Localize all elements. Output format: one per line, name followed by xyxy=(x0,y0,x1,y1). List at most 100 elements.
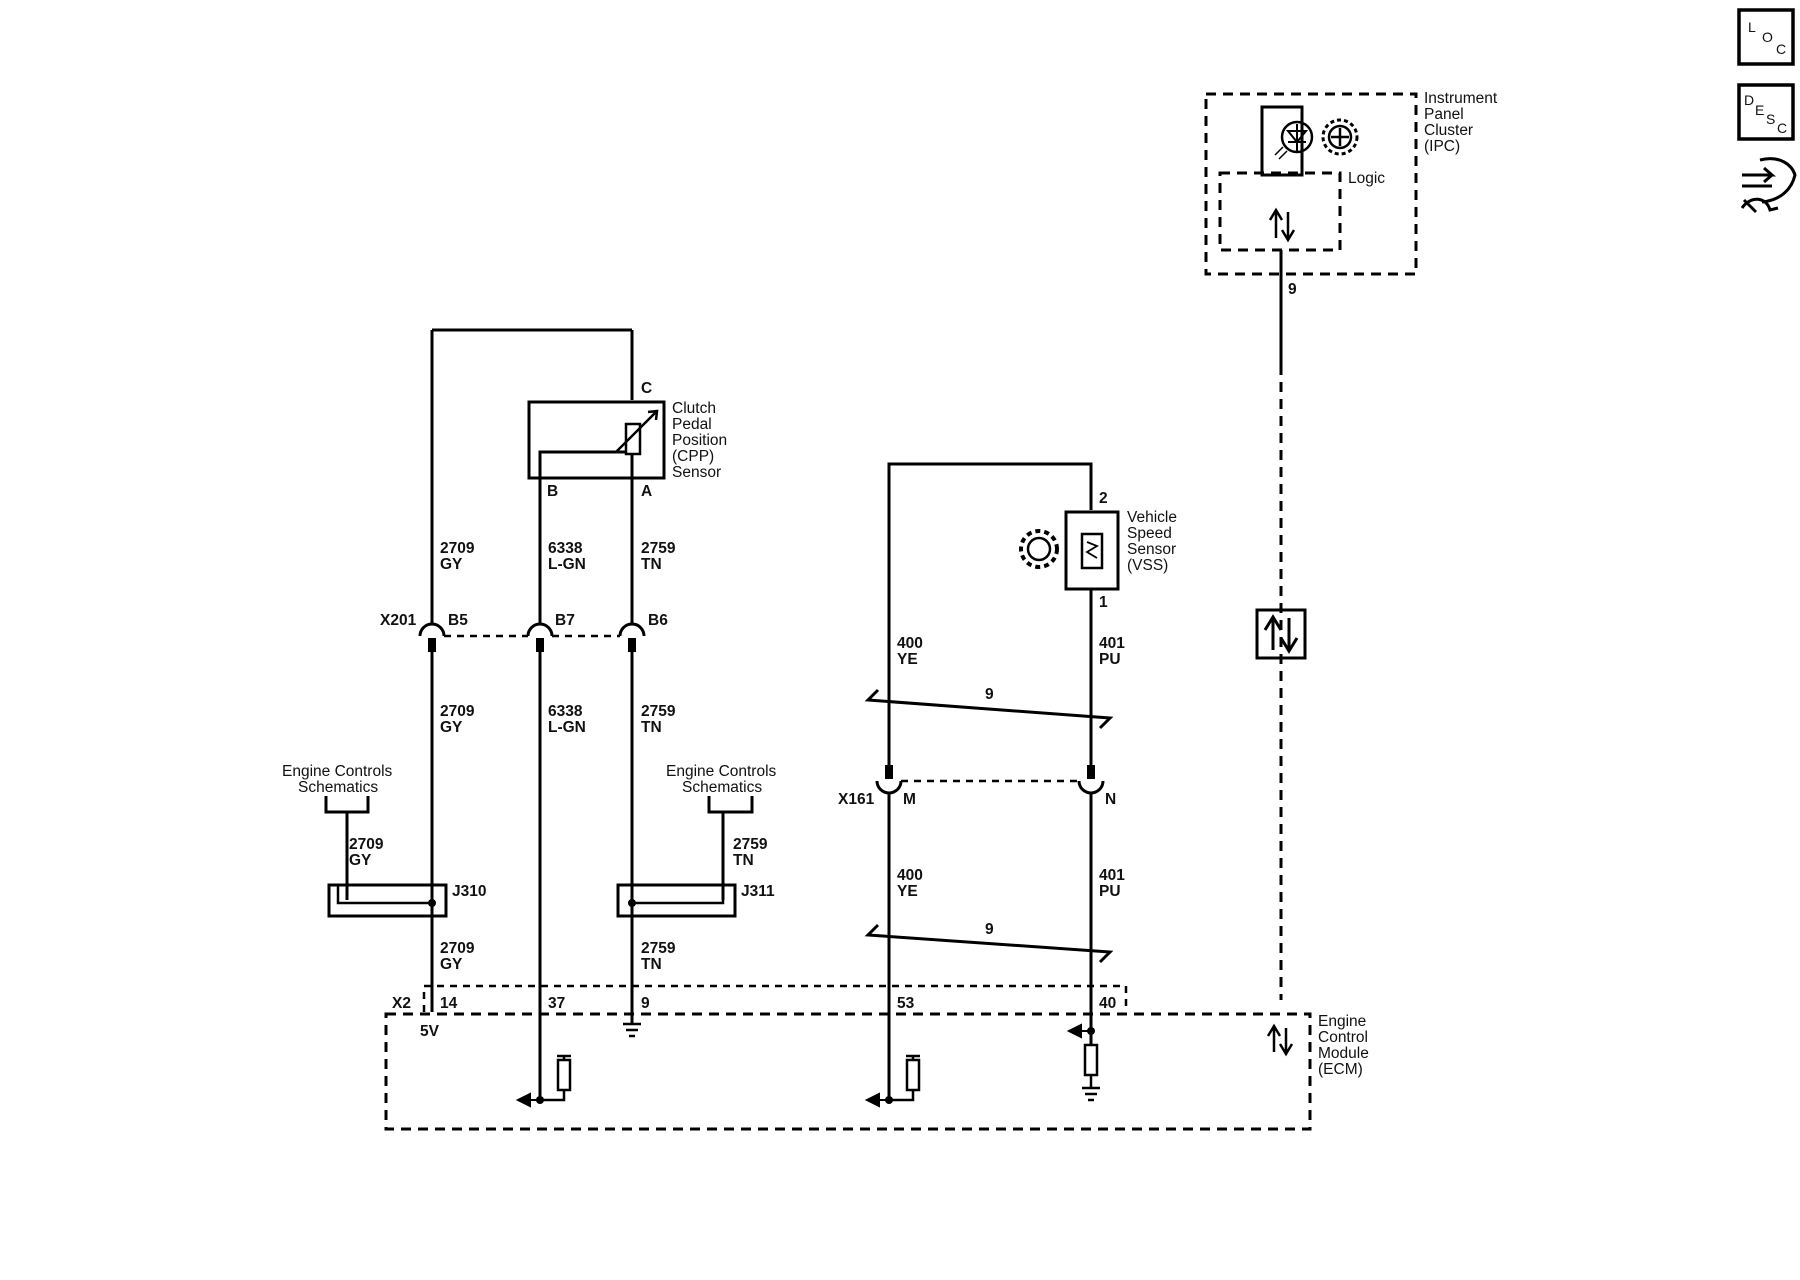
cpp-name-line-1: Clutch xyxy=(672,400,716,417)
wire-2709-circuit-3: 2709 xyxy=(440,940,475,957)
ipc-name-line-3: Cluster xyxy=(1424,122,1473,139)
ecs-left-wire-color: GY xyxy=(349,852,372,869)
vss-name-line-2: Speed xyxy=(1127,525,1172,542)
loc-letter-l: L xyxy=(1748,19,1756,35)
wire-2759-color-3: TN xyxy=(641,956,662,973)
splice-j311: J311 xyxy=(616,883,775,918)
vss-name-line-1: Vehicle xyxy=(1127,509,1177,526)
cpp-name-line-5: Sensor xyxy=(672,464,721,481)
wire-401-color: PU xyxy=(1099,651,1121,668)
ecm-name-line-4: (ECM) xyxy=(1318,1061,1363,1078)
x161-label: X161 xyxy=(838,791,875,808)
cpp-sensor: C B A Clutch Pedal Position (CPP) Sensor xyxy=(430,328,727,625)
connector-x161: X161 M N xyxy=(838,779,1116,808)
pull-up-resistor-53 xyxy=(864,1054,921,1108)
x201-label: X201 xyxy=(380,612,417,629)
j311-label: J311 xyxy=(741,883,775,900)
vss-name-line-3: Sensor xyxy=(1127,541,1176,558)
twisted-pair-marker-2: 9 xyxy=(864,921,1114,964)
connector-end-view-icon[interactable] xyxy=(1740,157,1797,214)
wire-6338-color: L-GN xyxy=(548,556,586,573)
light-emission-icon xyxy=(1274,146,1288,160)
x201-pin-b5: B5 xyxy=(448,612,468,629)
vss-pin-1: 1 xyxy=(1099,594,1108,611)
ecs-right-wire-color: TN xyxy=(733,852,754,869)
wire-400-circuit: 400 xyxy=(897,635,923,652)
x161-pin-n: N xyxy=(1105,791,1116,808)
desc-letter-d: D xyxy=(1744,92,1754,108)
cpp-name-line-4: (CPP) xyxy=(672,448,714,465)
ground-icon xyxy=(623,1022,641,1038)
wire-400-color: YE xyxy=(897,651,918,668)
engine-controls-ref-left[interactable]: Engine Controls Schematics 2709 GY xyxy=(282,763,393,900)
wire-401-circuit: 401 xyxy=(1099,635,1125,652)
cpp-name-line-2: Pedal xyxy=(672,416,712,433)
wire-6338-color-2: L-GN xyxy=(548,719,586,736)
data-bidirectional-icon xyxy=(1266,1023,1294,1057)
ecm-pin-37: 37 xyxy=(548,995,565,1012)
desc-letter-s: S xyxy=(1766,111,1775,127)
ipc-module: Logic Instrument Panel Cluster (IPC) 9 xyxy=(1204,90,1498,298)
ecm-5v-label: 5V xyxy=(420,1023,440,1040)
wire-6338-circuit-2: 6338 xyxy=(548,703,583,720)
ecm-module: 5V Engine Control Module (ECM) xyxy=(384,1012,1369,1131)
wire-2709-circuit: 2709 xyxy=(440,540,475,557)
ecm-pin-14: 14 xyxy=(440,995,458,1012)
low-reference-40 xyxy=(1066,1023,1100,1102)
ecs-left-wire-circuit: 2709 xyxy=(349,836,384,853)
ecs-left-line-1: Engine Controls xyxy=(282,763,393,780)
ipc-name-line-4: (IPC) xyxy=(1424,138,1460,155)
ipc-pin-label: 9 xyxy=(1288,281,1297,298)
desc-button[interactable]: D E S C xyxy=(1737,83,1795,141)
wire-401-circuit-2: 401 xyxy=(1099,867,1125,884)
connector-x2: X2 14 37 9 53 40 xyxy=(392,984,1128,1012)
data-bidirectional-icon xyxy=(1268,207,1296,243)
cpp-pin-a: A xyxy=(641,483,652,500)
cpp-name-line-3: Position xyxy=(672,432,727,449)
ecm-name-line-3: Module xyxy=(1318,1045,1369,1062)
serial-data-line xyxy=(1255,250,1307,1000)
wire-400-color-2: YE xyxy=(897,883,918,900)
twisted-pair-label-2: 9 xyxy=(985,921,994,938)
x2-label: X2 xyxy=(392,995,411,1012)
wire-401-color-2: PU xyxy=(1099,883,1121,900)
wire-2759-circuit: 2759 xyxy=(641,540,676,557)
ecm-name-line-2: Control xyxy=(1318,1029,1368,1046)
loc-letter-c: C xyxy=(1776,41,1786,57)
ecm-name-line-1: Engine xyxy=(1318,1013,1366,1030)
wire-2709-color: GY xyxy=(440,556,463,573)
wire-2709-color-3: GY xyxy=(440,956,463,973)
wire-6338-circuit: 6338 xyxy=(548,540,583,557)
wire-2759-circuit-2: 2759 xyxy=(641,703,676,720)
wire-400-circuit-2: 400 xyxy=(897,867,923,884)
ecs-right-line-1: Engine Controls xyxy=(666,763,777,780)
twisted-pair-label: 9 xyxy=(985,686,994,703)
ecm-pin-40: 40 xyxy=(1099,995,1116,1012)
ecm-pin-9: 9 xyxy=(641,995,650,1012)
cpp-pin-b: B xyxy=(547,483,558,500)
j310-label: J310 xyxy=(452,883,486,900)
ipc-name-line-1: Instrument xyxy=(1424,90,1498,107)
loc-button[interactable]: L O C xyxy=(1737,8,1795,66)
wire-2759-color-2: TN xyxy=(641,719,662,736)
ecs-right-wire-circuit: 2759 xyxy=(733,836,768,853)
ecm-pin-53: 53 xyxy=(897,995,915,1012)
pull-up-resistor-37 xyxy=(515,1054,572,1108)
gear-icon xyxy=(1019,529,1059,569)
twisted-pair-marker: 9 xyxy=(864,686,1114,730)
vss-name-line-4: (VSS) xyxy=(1127,557,1168,574)
wire-2709-color-2: GY xyxy=(440,719,463,736)
loc-letter-o: O xyxy=(1762,29,1773,45)
desc-letter-e: E xyxy=(1755,102,1764,118)
splice-j310: J310 xyxy=(327,883,486,918)
cpp-pin-c: C xyxy=(641,380,652,397)
wire-2709-circuit-2: 2709 xyxy=(440,703,475,720)
wire-2759-color: TN xyxy=(641,556,662,573)
x201-pin-b6: B6 xyxy=(648,612,668,629)
vss-pin-2: 2 xyxy=(1099,490,1108,507)
vss-sensor: 2 1 Vehicle Speed Sensor (VSS) xyxy=(887,462,1177,675)
engine-controls-ref-right[interactable]: Engine Controls Schematics 2759 TN xyxy=(666,763,777,900)
ecs-right-line-2: Schematics xyxy=(682,779,762,796)
ipc-logic-label: Logic xyxy=(1348,170,1385,187)
